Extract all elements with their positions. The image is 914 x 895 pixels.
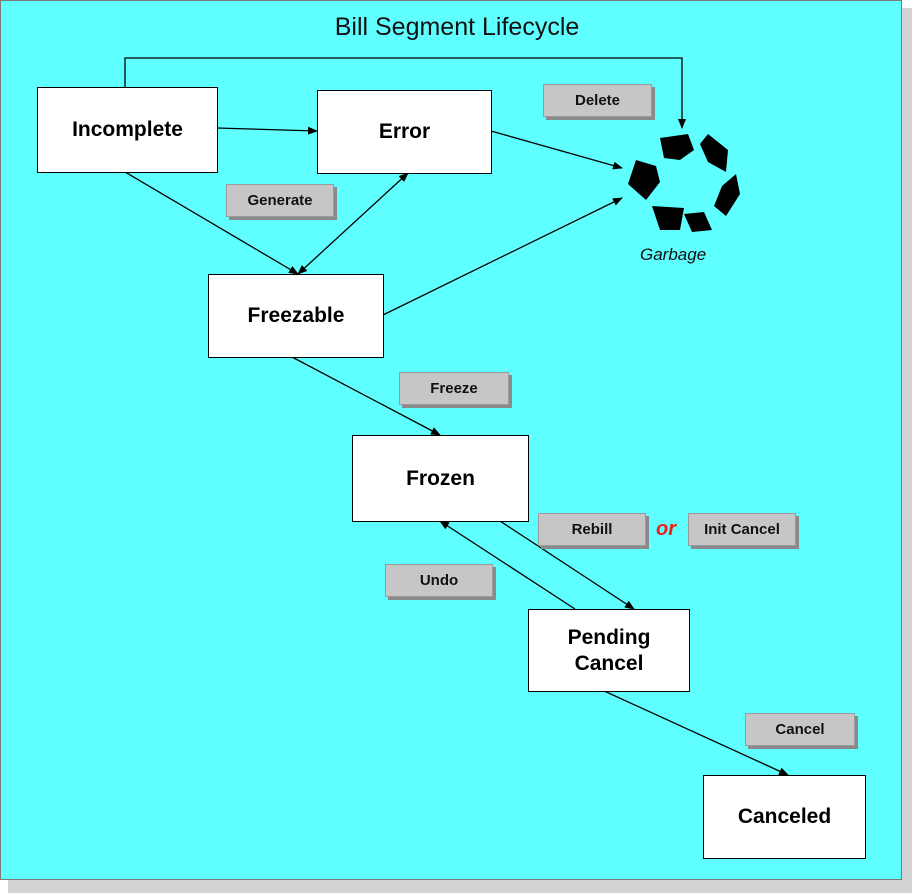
init-cancel-button[interactable]: Init Cancel: [688, 513, 796, 546]
arrow-error-freezable-bidirectional: [297, 172, 409, 275]
state-incomplete[interactable]: Incomplete: [37, 87, 218, 173]
diagram-title: Bill Segment Lifecycle: [334, 13, 580, 41]
arrow-frozen-to-pending-cancel: [499, 520, 635, 610]
recycle-icon: [628, 134, 740, 232]
state-canceled[interactable]: Canceled: [703, 775, 866, 859]
cancel-button[interactable]: Cancel: [745, 713, 855, 746]
arrow-pending-cancel-to-frozen-undo: [439, 520, 576, 610]
arrow-incomplete-to-garbage-delete: [124, 57, 686, 129]
delete-button[interactable]: Delete: [543, 84, 652, 117]
arrow-incomplete-to-error: [216, 126, 318, 135]
arrow-pending-cancel-to-canceled: [601, 689, 789, 776]
garbage-label: Garbage: [640, 245, 707, 264]
state-pending-cancel[interactable]: Pending Cancel: [528, 609, 690, 692]
arrow-error-to-garbage: [490, 130, 623, 170]
state-frozen[interactable]: Frozen: [352, 435, 529, 522]
generate-button[interactable]: Generate: [226, 184, 334, 217]
freeze-button[interactable]: Freeze: [399, 372, 509, 405]
state-freezable[interactable]: Freezable: [208, 274, 384, 358]
arrow-freezable-to-garbage: [382, 197, 623, 316]
undo-button[interactable]: Undo: [385, 564, 493, 597]
or-text: or: [656, 518, 676, 540]
rebill-button[interactable]: Rebill: [538, 513, 646, 546]
arrow-freezable-to-frozen: [291, 356, 441, 436]
state-error[interactable]: Error: [317, 90, 492, 174]
arrow-incomplete-to-freezable: [124, 171, 299, 275]
